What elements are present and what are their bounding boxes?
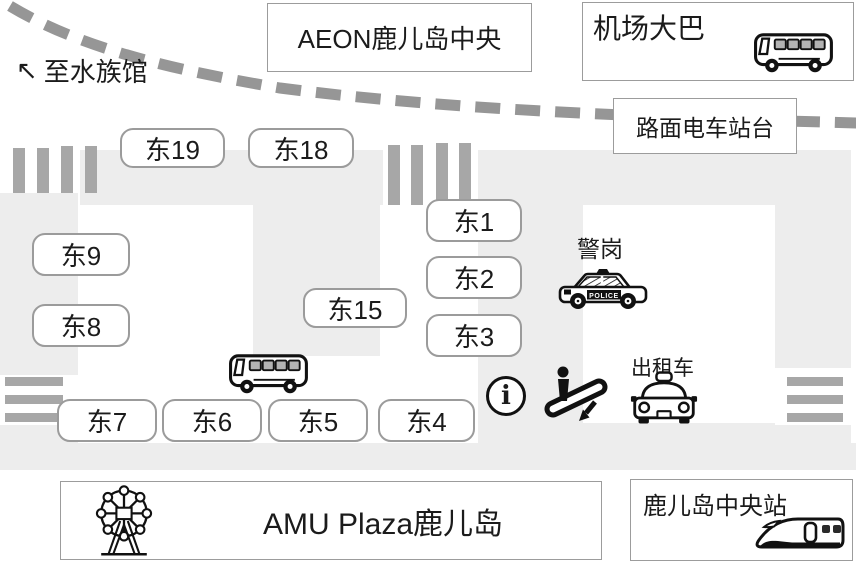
ferris-wheel-icon: [95, 484, 153, 555]
bus-stop-east7: 东7: [57, 399, 157, 442]
aeon-building-box: AEON鹿儿岛中央: [267, 3, 532, 72]
crosswalk-stripe: [5, 413, 63, 422]
crosswalk-stripe: [436, 143, 448, 203]
shinkansen-icon: [755, 517, 845, 549]
crosswalk-stripe: [13, 148, 25, 193]
bus-icon: [754, 33, 833, 73]
crosswalk-stripe: [5, 377, 63, 386]
taxi-car-icon: [630, 371, 698, 424]
airport-bus-box: 机场大巴: [582, 2, 854, 81]
road-top-east: [478, 150, 851, 205]
road-middle: [253, 205, 380, 356]
chuo-station-box: 鹿儿岛中央站: [630, 479, 853, 561]
bus-stop-east2: 东2: [426, 256, 522, 299]
chuo-station-label: 鹿儿岛中央站: [643, 493, 787, 520]
northwest-arrow-icon: ↖: [16, 55, 38, 85]
bus-stop-east15: 东15: [303, 288, 407, 328]
bus-stop-east1: 东1: [426, 199, 522, 242]
info-letter: i: [501, 381, 511, 411]
amu-plaza-box: AMU Plaza鹿儿岛: [60, 481, 602, 560]
aquarium-direction-note: ↖ 至水族馆: [16, 52, 148, 89]
airport-bus-label: 机场大巴: [593, 13, 706, 44]
crosswalk-stripe: [388, 145, 400, 205]
crosswalk-stripe: [61, 146, 73, 193]
bus-stop-east6: 东6: [162, 399, 262, 442]
bus-stop-east8: 东8: [32, 304, 130, 347]
crosswalk-stripe: [411, 145, 423, 205]
amu-plaza-label: AMU Plaza鹿儿岛: [262, 507, 504, 541]
crosswalk-stripe: [787, 377, 843, 386]
crosswalk-stripe: [37, 148, 49, 193]
crosswalk-stripe: [787, 413, 843, 422]
police-box-label: 警岗: [577, 236, 623, 262]
info-icon: i: [486, 376, 526, 416]
crosswalk-stripe: [787, 395, 843, 404]
taxi-label: 出租车: [631, 357, 694, 380]
bus-stop-east18: 东18: [248, 128, 354, 168]
tram-platform-label: 路面电车站台: [636, 115, 774, 141]
road-under-block: [583, 423, 775, 443]
crosswalk-stripe: [5, 395, 63, 404]
aquarium-label: 至水族馆: [43, 57, 148, 87]
bus-stop-east9: 东9: [32, 233, 130, 276]
bus-stop-east3: 东3: [426, 314, 522, 357]
bus-icon: [229, 354, 308, 394]
crosswalk-stripe: [459, 143, 471, 203]
road-bottom: [0, 443, 856, 470]
police-car-text: POLICE: [589, 293, 619, 300]
bus-stop-east5: 东5: [268, 399, 368, 442]
tram-platform-box: 路面电车站台: [613, 98, 797, 154]
police-car-icon: POLICE: [558, 269, 648, 309]
bus-stop-east19: 东19: [120, 128, 225, 168]
escalator-down-icon: [544, 366, 608, 421]
aeon-label: AEON鹿儿岛中央: [297, 24, 502, 54]
bus-stop-east4: 东4: [378, 399, 475, 442]
road-left-upper: [0, 193, 78, 375]
crosswalk-stripe: [85, 146, 97, 193]
